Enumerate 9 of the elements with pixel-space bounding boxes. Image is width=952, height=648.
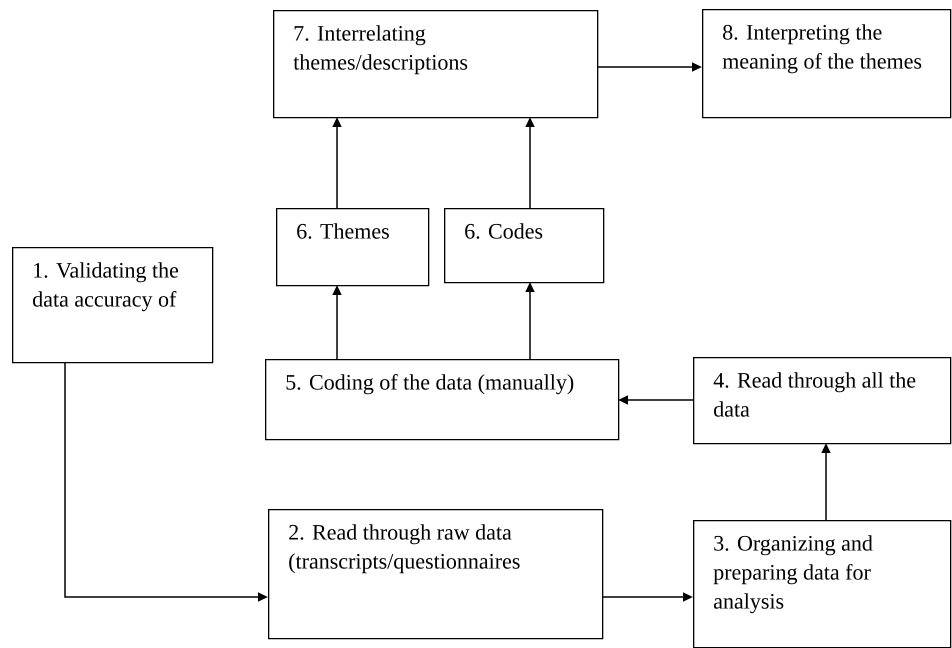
process-box: 6. Codes	[444, 208, 604, 284]
process-box: 1. Validating the data accuracy of	[12, 247, 214, 364]
process-box: 4. Read through all the data	[693, 357, 952, 444]
process-box: 6. Themes	[276, 208, 430, 286]
process-box: 7. Interrelating themes/descriptions	[273, 10, 598, 118]
process-box: 5. Coding of the data (manually)	[265, 359, 620, 440]
process-box: 2. Read through raw data (transcripts/questionnaires	[268, 509, 604, 640]
process-box: 8. Interpreting the meaning of the themes	[702, 9, 952, 118]
process-box: 3. Organizing and preparing data for analysis	[693, 520, 952, 648]
